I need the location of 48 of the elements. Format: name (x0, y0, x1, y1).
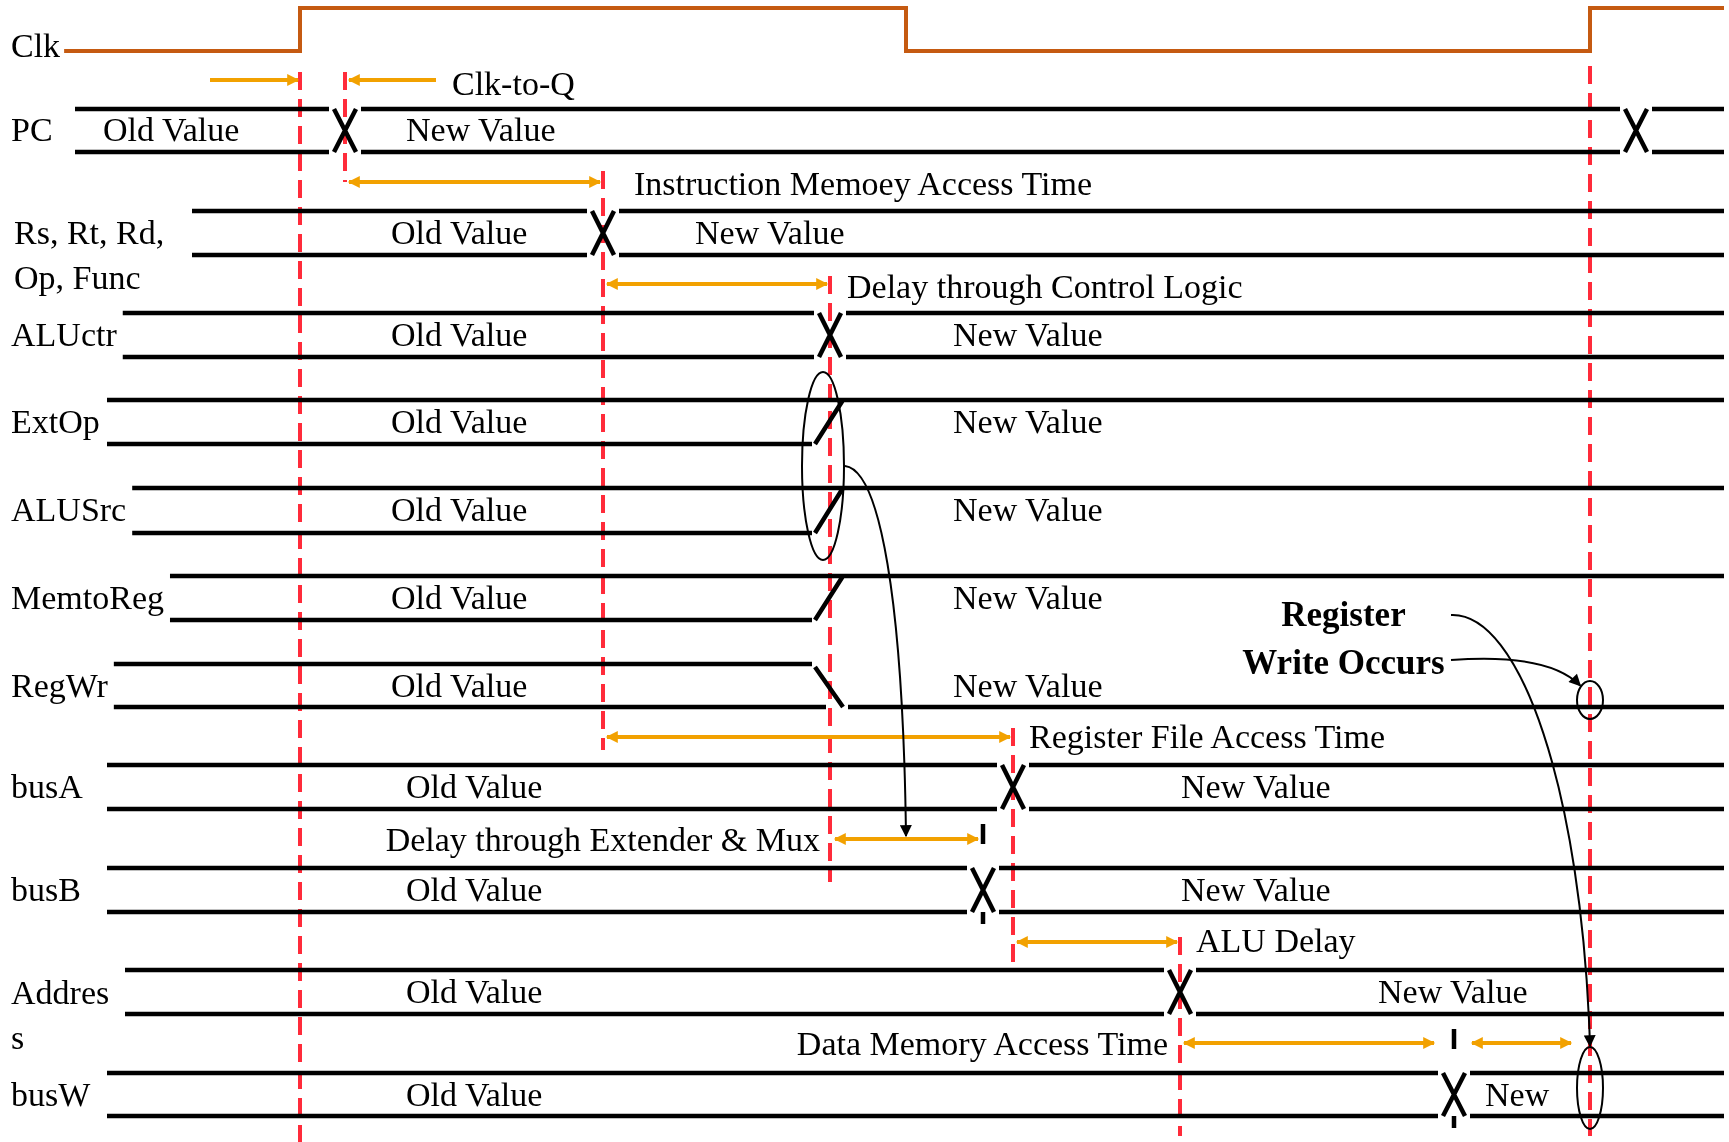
timing-annotation: Clk-to-Q (452, 67, 575, 101)
signal-value: Old Value (391, 493, 528, 527)
signal-value: Old Value (406, 873, 543, 907)
arrow (1450, 657, 1582, 687)
signal-value: New Value (406, 113, 556, 147)
timing-annotation: Instruction Memoey Access Time (634, 167, 1093, 201)
timing-annotation: Delay through Control Logic (847, 270, 1243, 304)
timing-annotation: Data Memory Access Time (796, 1027, 1168, 1061)
signal-name: ALUctr (11, 318, 117, 352)
signal-value: Old Value (391, 216, 528, 250)
signal-value: New Value (953, 493, 1103, 527)
timing-annotation: Delay through Extender & Mux (385, 823, 820, 857)
timing-annotation: ALU Delay (1196, 924, 1356, 958)
signal-name: ExtOp (11, 405, 100, 439)
signal-name: busW (11, 1078, 91, 1112)
signal-value: Old Value (406, 975, 543, 1009)
annotation-text: Register Write Occurs (1236, 591, 1451, 687)
signal-value: New Value (695, 216, 845, 250)
highlight-ellipse (801, 371, 845, 561)
signal-name: MemtoReg (11, 581, 164, 615)
signal-name: busB (11, 873, 81, 907)
signal-name: Clk (11, 29, 61, 63)
signal-name: Rs, Rt, Rd, Op, Func (14, 213, 166, 298)
signal-value: Old Value (406, 770, 543, 804)
signal-name: ALUSrc (11, 493, 127, 527)
timing-annotation: Register File Access Time (1029, 720, 1386, 754)
arrow (1450, 614, 1596, 1048)
signal-value: New Value (953, 405, 1103, 439)
signal-name: RegWr (11, 669, 108, 703)
signal-value: New Value (953, 581, 1103, 615)
signal-value: Old Value (406, 1078, 543, 1112)
signal-value: New Value (953, 318, 1103, 352)
signal-value: New Value (1378, 975, 1528, 1009)
signal-value: Old Value (103, 113, 240, 147)
signal-name: busA (11, 770, 83, 804)
highlight-ellipse (1576, 1046, 1604, 1130)
signal-name: PC (11, 113, 53, 147)
highlight-ellipse (1576, 680, 1604, 720)
signal-value: New Value (1181, 873, 1331, 907)
signal-value: Old Value (391, 318, 528, 352)
signal-value: New (1485, 1078, 1550, 1112)
signal-value: Old Value (391, 405, 528, 439)
signal-name: Address (11, 973, 111, 1058)
signal-value: Old Value (391, 669, 528, 703)
arrow (844, 465, 912, 838)
signal-value: New Value (1181, 770, 1331, 804)
signal-value: Old Value (391, 581, 528, 615)
signal-value: New Value (953, 669, 1103, 703)
